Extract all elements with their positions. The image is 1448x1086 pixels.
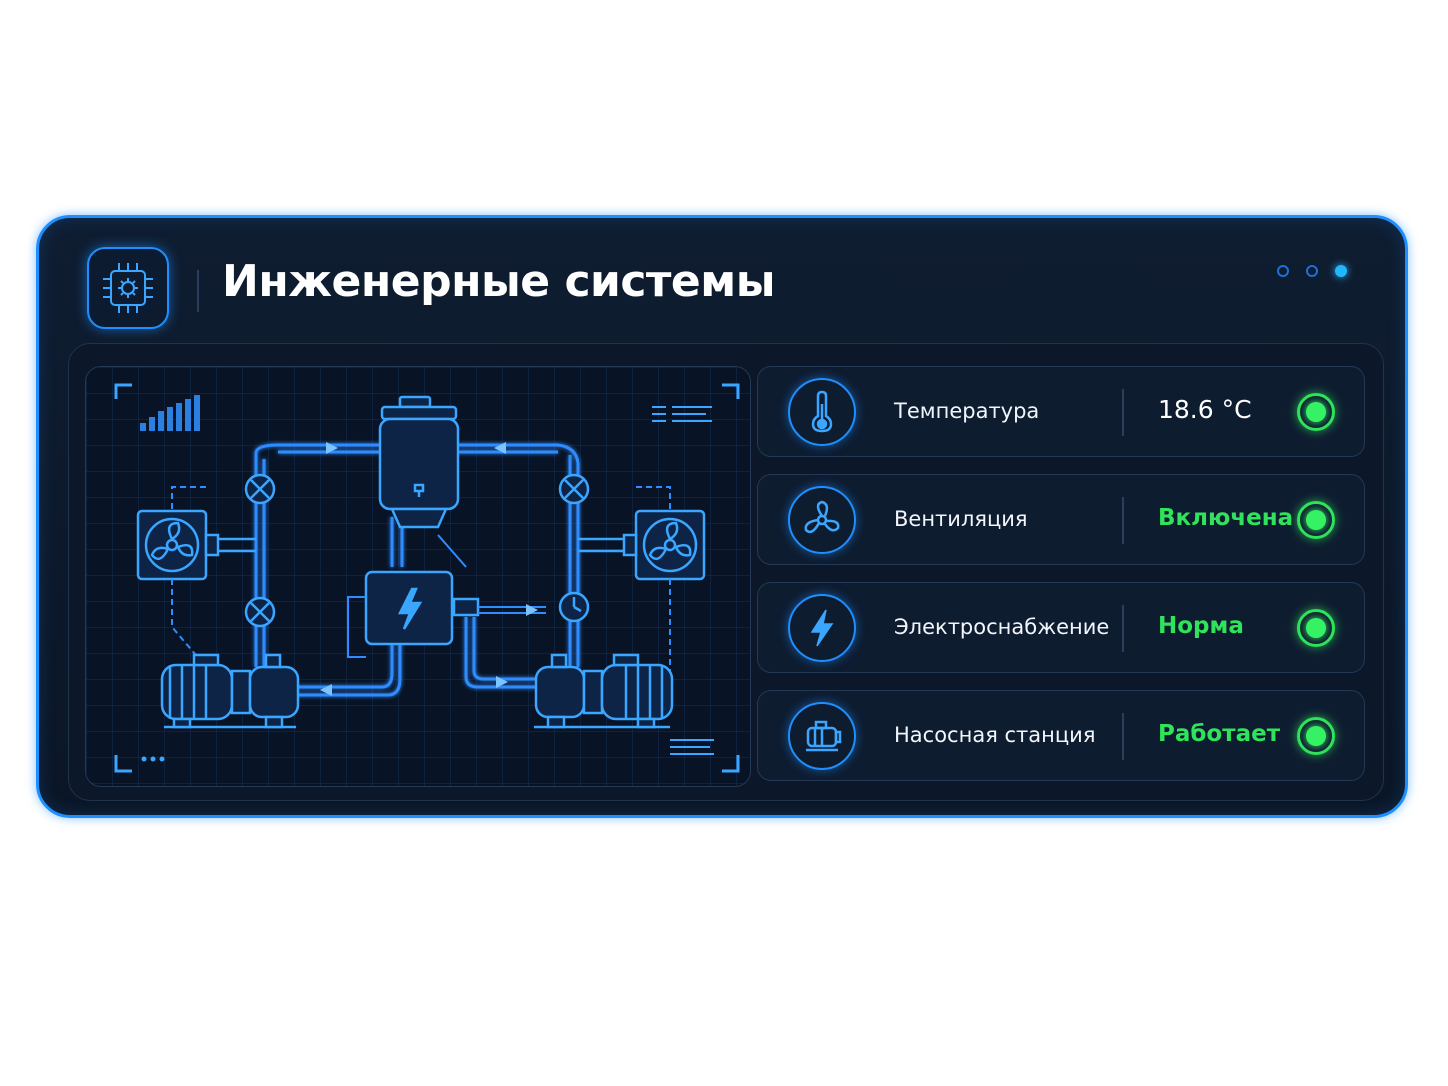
gauge-icon [558,591,590,623]
fan-icon-left [136,509,256,581]
row-divider [1122,497,1124,544]
status-row-temperature[interactable]: Температура 18.6 °C [757,366,1365,457]
pump-icon [788,702,856,770]
status-row-pumps[interactable]: Насосная станция Работает [757,690,1365,781]
valve-icon [244,473,590,628]
status-indicator-pumps [1297,717,1335,755]
lightning-icon [788,594,856,662]
status-value-power: Норма [1158,613,1244,639]
content-area: Температура 18.6 °C Венти [68,343,1384,801]
status-label-power: Электроснабжение [894,615,1110,639]
status-label-ventilation: Вентиляция [894,507,1028,531]
title-divider [197,270,199,312]
tank-icon [378,395,460,529]
engineering-schematic [85,366,751,787]
status-indicator-power [1297,609,1335,647]
signal-bars-icon [140,395,200,431]
corner-brackets [114,383,740,773]
chip-gear-icon [87,247,169,329]
row-divider [1122,605,1124,652]
row-divider [1122,389,1124,436]
status-indicator-ventilation [1297,501,1335,539]
status-value-pumps: Работает [1158,721,1281,747]
more-dots-icon [141,756,165,762]
status-row-power[interactable]: Электроснабжение Норма [757,582,1365,673]
menu-lines-icon [652,406,712,422]
fan-icon-right [578,509,706,581]
status-value-temperature: 18.6 °C [1158,395,1252,424]
status-label-temperature: Температура [894,399,1040,423]
thermometer-icon [788,378,856,446]
menu-lines-icon-bottom [670,739,714,755]
pump-icon-right [534,653,674,729]
status-indicator-temperature [1297,393,1335,431]
page-dot-3-active[interactable] [1335,265,1347,277]
status-row-ventilation[interactable]: Вентиляция Включена [757,474,1365,565]
fan-icon [788,486,856,554]
pump-icon-left [160,653,300,729]
status-value-ventilation: Включена [1158,505,1294,531]
flow-arrows [320,442,538,696]
status-label-pumps: Насосная станция [894,723,1096,747]
page-dot-2[interactable] [1306,265,1318,277]
page-title: Инженерные системы [222,256,776,307]
page-dot-1[interactable] [1277,265,1289,277]
page-indicator[interactable] [1277,262,1357,282]
engineering-systems-panel: Инженерные системы [36,215,1408,818]
row-divider [1122,713,1124,760]
